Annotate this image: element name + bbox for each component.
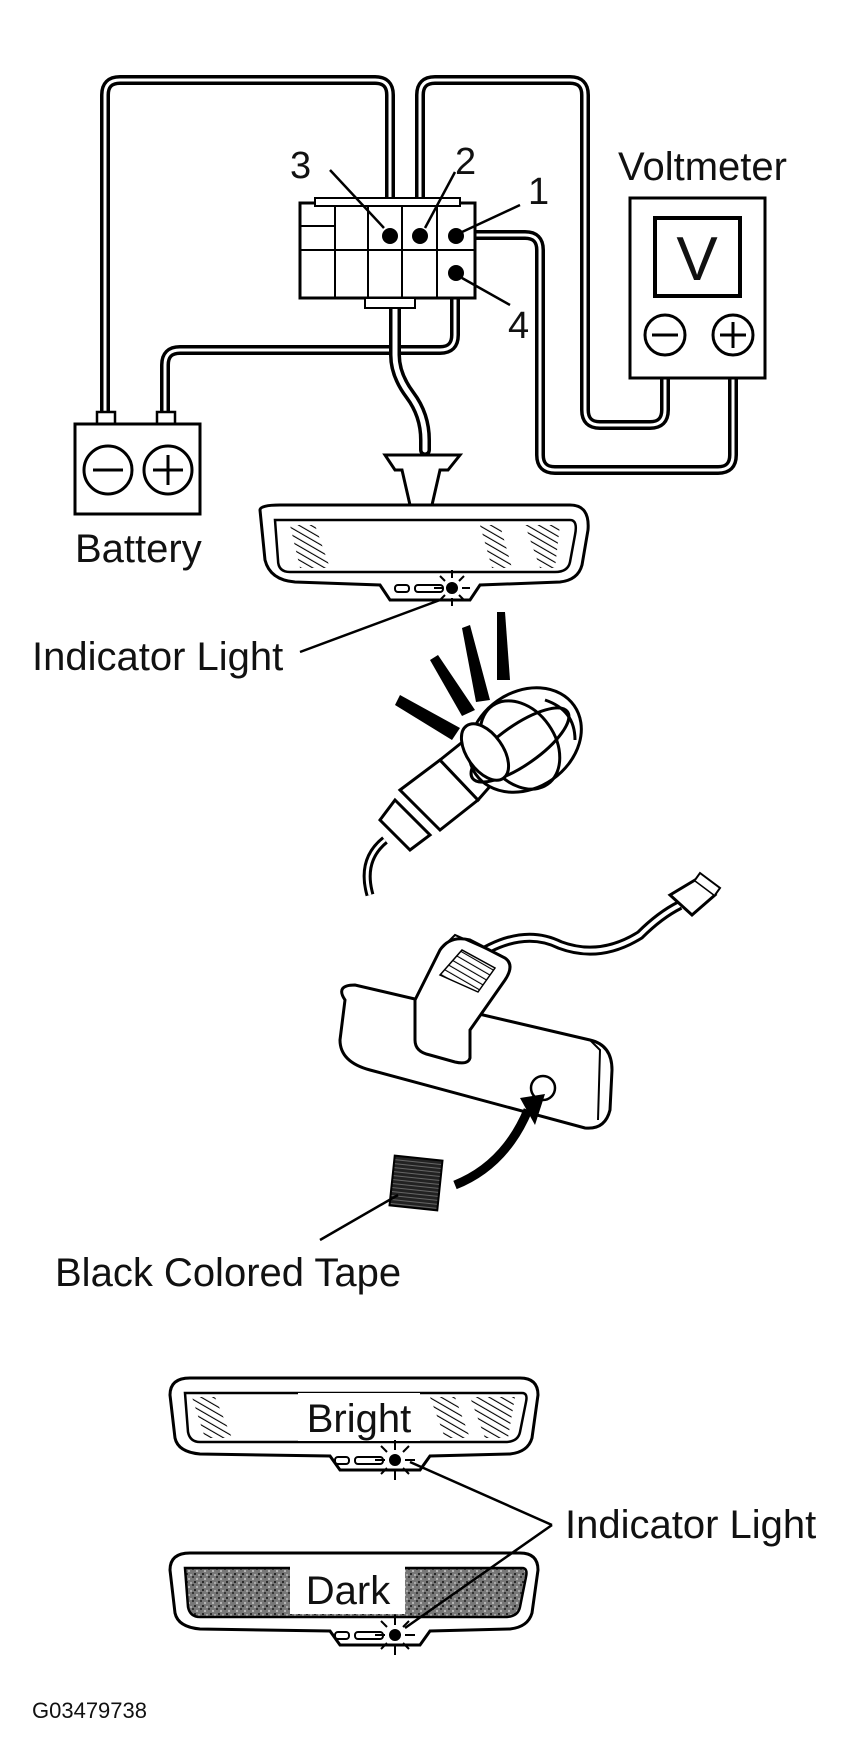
wires: [100, 75, 738, 475]
dark-label: Dark: [306, 1569, 391, 1613]
light-rays: [395, 612, 510, 740]
mirror-bright: [168, 1376, 540, 1472]
indicator-light-top: [434, 570, 470, 606]
mirror-dark: [168, 1551, 540, 1647]
terminal-4-dot: [448, 265, 464, 281]
voltmeter-label: Voltmeter: [618, 145, 787, 189]
indicator-light-top-label: Indicator Light: [32, 635, 283, 679]
mirror-top: [258, 453, 590, 602]
wire-terminal-4-to-battery-pos: [160, 270, 460, 420]
wire-terminal-2-to-voltmeter-neg: [415, 75, 670, 430]
work-lamp-icon: [362, 686, 583, 897]
mirror-with-sensor: [338, 871, 722, 1130]
indicator-light-bright: [375, 1440, 415, 1480]
black-tape-label: Black Colored Tape: [55, 1251, 401, 1295]
terminal-1-dot: [448, 228, 464, 244]
terminal-1-label: 1: [528, 171, 549, 213]
terminal-2-label: 2: [455, 141, 476, 183]
bright-label: Bright: [307, 1397, 412, 1441]
voltmeter: V: [628, 196, 767, 380]
terminal-leaders: [329, 169, 521, 307]
voltmeter-v-symbol: V: [676, 225, 718, 294]
connector: [298, 197, 477, 309]
terminal-3-dot: [382, 228, 398, 244]
terminal-2-dot: [412, 228, 428, 244]
arrow-tape-to-hole: [453, 1108, 533, 1190]
terminal-4-label: 4: [508, 305, 529, 347]
indicator-leader-top: [299, 598, 441, 654]
battery: [73, 410, 202, 516]
wire-terminal-1-to-voltmeter-pos: [450, 230, 738, 475]
terminal-3-label: 3: [290, 145, 311, 187]
tape-leader: [319, 1193, 399, 1242]
black-tape-piece: [388, 1154, 444, 1212]
wire-battery-neg-to-terminal-3: [100, 75, 395, 420]
figure-id: G03479738: [32, 1698, 147, 1723]
arrow-head: [520, 1094, 545, 1125]
indicator-light-dark: [375, 1615, 415, 1655]
indicator-light-bottom-label: Indicator Light: [565, 1503, 816, 1547]
battery-label: Battery: [75, 527, 202, 571]
indicator-leaders-bottom: [404, 1460, 553, 1630]
mirror-harness-cable: [389, 294, 431, 456]
